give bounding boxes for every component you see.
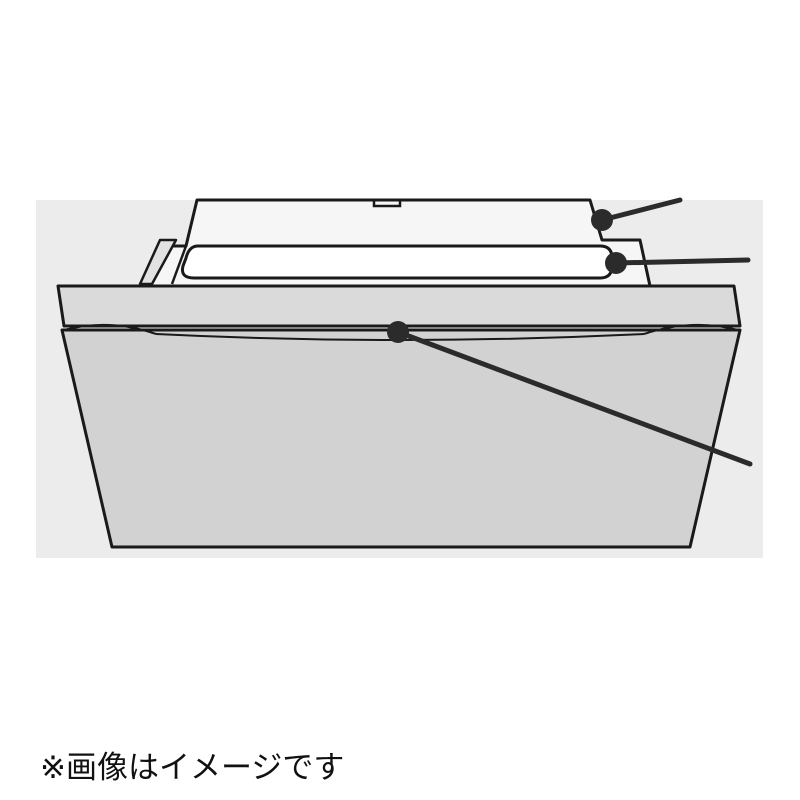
callout-3-dot [387, 321, 409, 343]
callout-2-dot [605, 252, 627, 274]
callout-2 [605, 252, 751, 274]
drawer-bin [138, 198, 652, 288]
drawer-front-panel [60, 328, 742, 549]
callout-1-dot [591, 209, 613, 231]
callout-1 [591, 197, 683, 231]
callout-3 [387, 321, 753, 467]
image-disclaimer-caption: ※画像はイメージです [40, 750, 345, 786]
drawer-top-strip [56, 284, 742, 328]
